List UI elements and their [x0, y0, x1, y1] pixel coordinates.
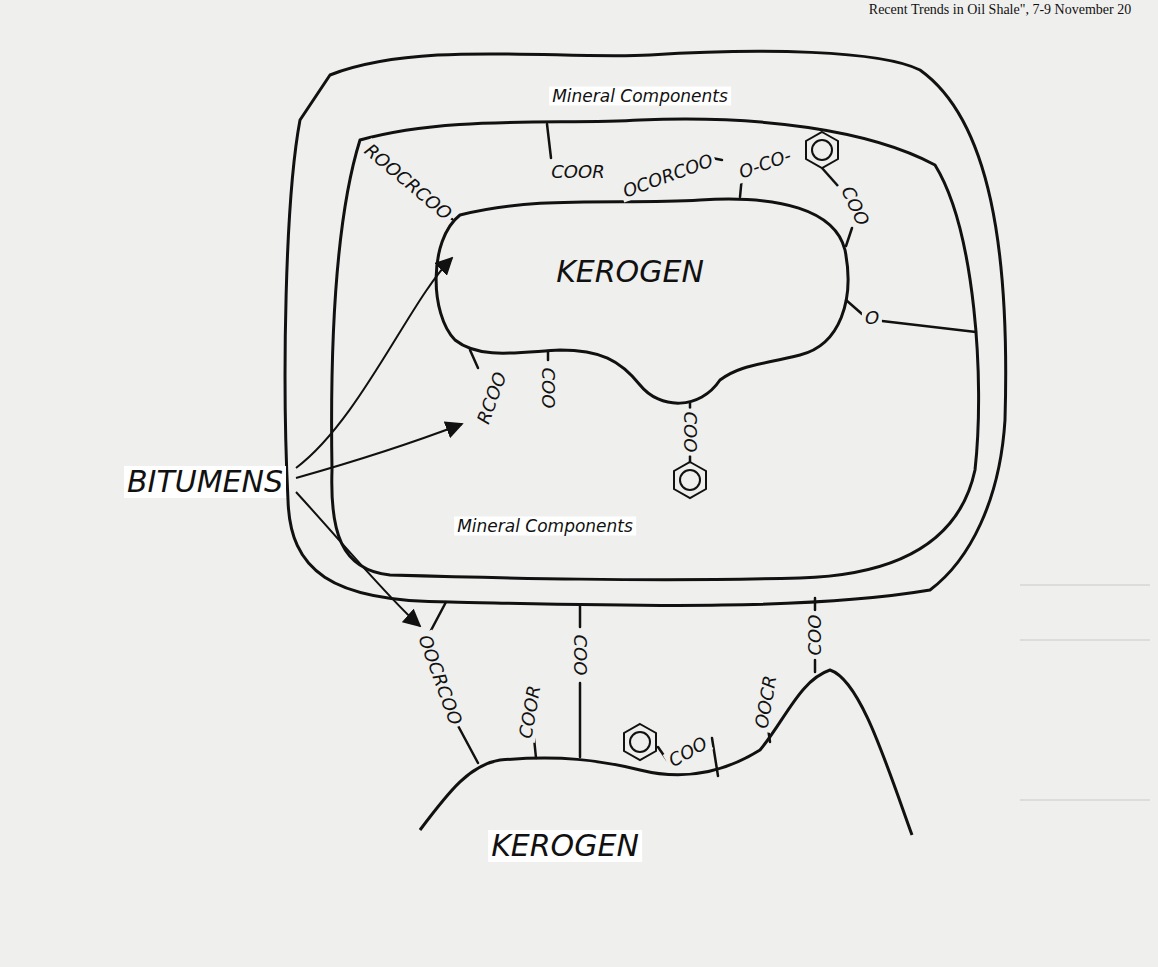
region-label: Mineral Components — [454, 517, 636, 536]
bond-lines — [822, 168, 838, 186]
region-label: Mineral Components — [549, 87, 731, 106]
page-header: Recent Trends in Oil Shale", 7-9 Novembe… — [866, 2, 1134, 18]
functional-group: RCOO — [472, 367, 511, 430]
region-title: KEROGEN — [553, 256, 707, 288]
functional-group: COOR — [548, 162, 607, 182]
functional-group: O — [862, 308, 882, 328]
faded-table — [1020, 585, 1150, 800]
functional-group: COO — [663, 732, 714, 773]
bond-lines — [370, 124, 976, 776]
blob-outline — [280, 40, 1015, 620]
functional-group: ROOCRCOO — [358, 138, 457, 226]
functional-group: COO — [805, 612, 825, 659]
functional-group: OOCRCOO — [413, 629, 466, 730]
functional-group: COO — [570, 632, 590, 679]
leader-arrow — [296, 258, 462, 626]
callout-label: BITUMENS — [124, 466, 286, 498]
functional-group: COO — [680, 409, 700, 456]
benzene-ring — [624, 132, 838, 760]
functional-group: COO — [538, 365, 558, 412]
functional-group: O-CO- — [733, 144, 796, 183]
functional-group: COOR — [515, 681, 545, 743]
functional-group: COO — [836, 181, 874, 232]
mineral-layer: Mineral ComponentsMineral ComponentsKERO… — [280, 40, 1015, 620]
functional-group: OOCR — [751, 671, 781, 733]
blob-outline — [405, 650, 925, 960]
region-title: KEROGEN — [488, 830, 642, 862]
functional-group: OCORCOO — [617, 149, 718, 202]
kerogen-region: KEROGEN — [405, 650, 925, 960]
